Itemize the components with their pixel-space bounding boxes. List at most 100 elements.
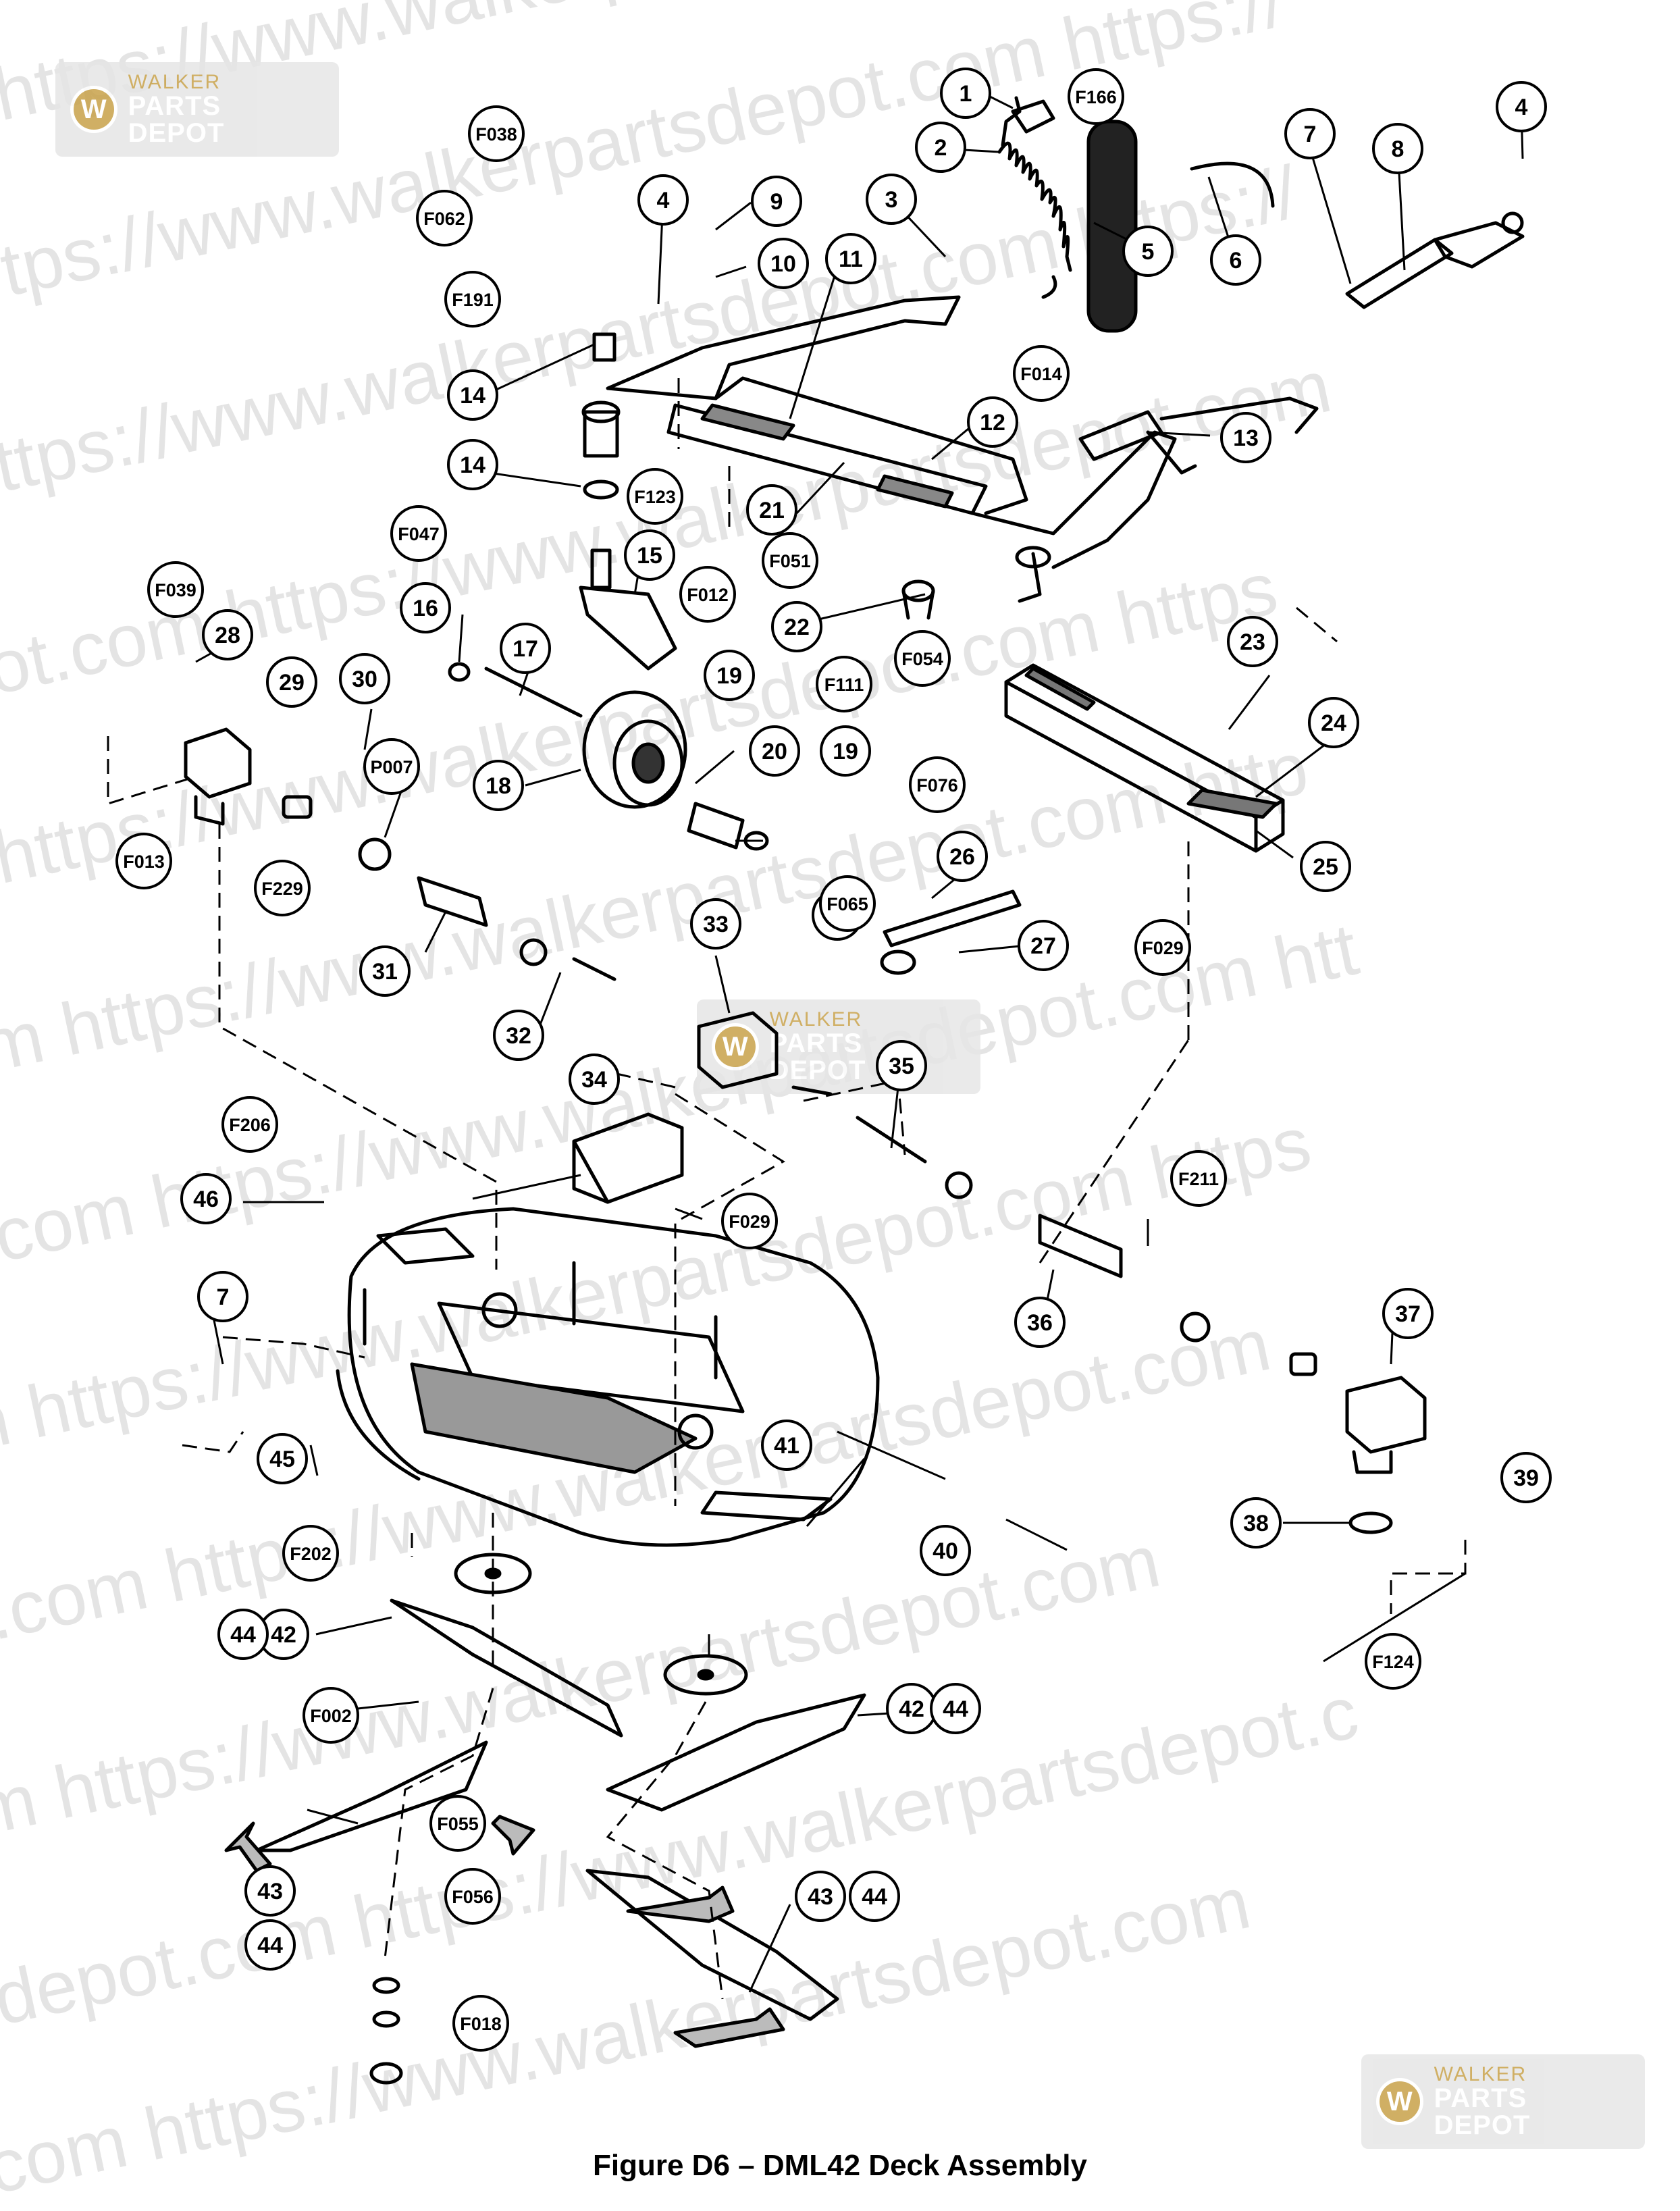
callout-circle [1500, 1452, 1552, 1503]
callout-label: 46 [193, 1187, 219, 1212]
callout-label: 43 [808, 1884, 833, 1910]
callout-circle [1134, 919, 1191, 976]
driveline-part [282, 795, 1317, 1376]
callout-label: 22 [784, 615, 810, 640]
callout-circle [749, 725, 800, 777]
walker-logo-icon: W [70, 86, 117, 133]
callout-circle [500, 623, 551, 674]
callout-label: 7 [1304, 122, 1317, 147]
callout-label: 44 [230, 1622, 256, 1648]
callout-circle [637, 174, 689, 226]
callout-label: 14 [460, 383, 485, 409]
callout-circle [444, 271, 501, 328]
spring-hose-part [997, 96, 1275, 333]
callout-label: 31 [372, 959, 398, 985]
callout-label: F206 [229, 1115, 271, 1135]
alignment-dashes [107, 378, 1467, 2000]
callout-circle [1227, 616, 1278, 667]
callout-circle [447, 439, 498, 490]
callout-label: 43 [257, 1879, 283, 1904]
callout-label: F076 [916, 775, 958, 796]
callout-label: F202 [290, 1544, 332, 1564]
callout-label: 41 [774, 1433, 799, 1459]
callout-label: 32 [506, 1023, 531, 1049]
callout-label: F047 [398, 524, 440, 544]
leader-lines [195, 83, 1524, 1993]
callout-layer: 1234456778910111213141415161617181919202… [115, 68, 1552, 2052]
callout-circle [967, 396, 1018, 448]
callout-circle [1220, 412, 1271, 463]
callout-circle [282, 1525, 339, 1582]
callout-label: 1 [960, 81, 972, 107]
callout-label: 44 [862, 1884, 887, 1910]
callout-label: 12 [980, 410, 1005, 436]
callout-circle [866, 174, 917, 225]
callout-circle [704, 650, 755, 701]
callout-label: F051 [769, 551, 811, 571]
figure-caption: Figure D6 – DML42 Deck Assembly [593, 2149, 1087, 2182]
callout-circle [266, 656, 317, 708]
callout-circle [762, 532, 818, 589]
callout-label: 38 [1243, 1511, 1269, 1536]
callout-circle [1230, 1497, 1282, 1549]
callout-label: 44 [943, 1696, 968, 1722]
callout-circle [1170, 1150, 1227, 1207]
callout-circle [1068, 68, 1124, 125]
callout-label: F002 [310, 1706, 352, 1726]
callout-label: F062 [423, 209, 465, 229]
callout-circle [416, 190, 473, 246]
callout-label: F054 [901, 649, 943, 669]
callout-label: F012 [687, 585, 729, 605]
callout-circle [339, 653, 390, 704]
callout-label: 8 [1392, 136, 1405, 162]
callout-circle [473, 760, 524, 811]
callout-label: 23 [1240, 629, 1265, 655]
callout-label: 14 [460, 452, 485, 478]
callout-label: 37 [1395, 1301, 1421, 1327]
callout-circle [1372, 123, 1423, 174]
callout-circle [721, 1193, 778, 1249]
callout-label: 7 [217, 1284, 230, 1310]
callout-circle [1496, 81, 1547, 132]
callout-circle [1365, 1633, 1421, 1690]
badge-line1: WALKER [128, 71, 221, 93]
callout-label: 42 [271, 1622, 296, 1648]
callout-circle [1382, 1288, 1434, 1339]
callout-circle [758, 238, 809, 289]
callout-circle [930, 1683, 981, 1734]
callout-circle [115, 833, 172, 889]
callout-circle [569, 1054, 620, 1105]
callout-circle [940, 68, 991, 119]
callout-circle [447, 369, 498, 421]
callout-label: F055 [437, 1814, 479, 1834]
callout-label: 30 [352, 667, 377, 692]
badge-line2: PARTS DEPOT [1434, 2083, 1531, 2140]
gearbox-part [184, 727, 1427, 1474]
callout-circle [254, 860, 311, 916]
callout-circle [197, 1271, 248, 1322]
callout-label: F014 [1020, 364, 1062, 384]
callout-circle [915, 122, 966, 173]
callout-label: F124 [1372, 1652, 1414, 1672]
callout-label: 11 [839, 246, 863, 272]
callout-circle [363, 738, 420, 795]
callout-label: 29 [279, 670, 305, 696]
callout-circle [690, 898, 741, 950]
callout-label: P007 [370, 757, 413, 777]
callout-label: F191 [452, 290, 494, 310]
callout-label: 45 [269, 1447, 295, 1472]
callout-circle [202, 609, 253, 660]
callout-circle [876, 1040, 927, 1091]
callout-circle [920, 1525, 971, 1576]
callout-circle [746, 484, 797, 536]
callout-label: 42 [899, 1696, 924, 1722]
walker-parts-depot-badge: W WALKER PARTS DEPOT [55, 62, 339, 157]
callout-label: 34 [581, 1067, 607, 1093]
callout-circle [1014, 1297, 1066, 1348]
callout-circle [1018, 920, 1069, 971]
callout-label: 36 [1027, 1310, 1053, 1336]
callout-circle [244, 1865, 296, 1917]
callout-label: 39 [1513, 1465, 1539, 1491]
